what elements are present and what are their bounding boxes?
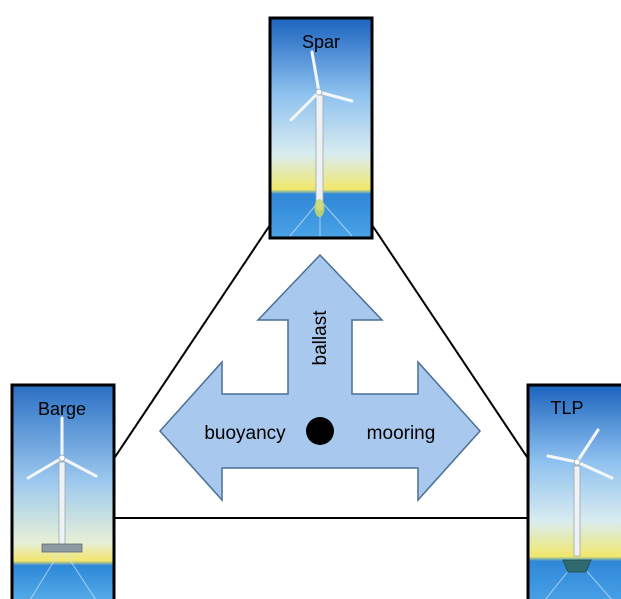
barge-label: Barge bbox=[38, 399, 86, 419]
edge-spar-barge bbox=[112, 221, 273, 461]
mooring-label: mooring bbox=[367, 423, 436, 444]
barge-tower-icon bbox=[58, 461, 66, 549]
tlp-base-icon bbox=[562, 559, 592, 573]
spar-turbine-icon bbox=[289, 50, 354, 122]
barge-panel: Barge bbox=[10, 383, 116, 599]
ballast-label: ballast bbox=[310, 310, 331, 366]
stability-arrows bbox=[158, 253, 482, 502]
tlp-turbine-icon bbox=[546, 428, 614, 480]
barge-hull-icon bbox=[41, 543, 83, 553]
spar-column-icon bbox=[315, 94, 324, 211]
tlp-panel: TLP bbox=[526, 383, 621, 599]
tlp-label: TLP bbox=[550, 398, 583, 418]
spar-label: Spar bbox=[302, 32, 340, 52]
center-of-mass-dot bbox=[306, 417, 334, 445]
edge-spar-tlp bbox=[369, 221, 530, 461]
spar-panel: Spar bbox=[268, 16, 374, 240]
tlp-tower-icon bbox=[573, 465, 581, 557]
buoyancy-label: buoyancy bbox=[204, 423, 286, 444]
connector-triangle bbox=[112, 221, 530, 519]
barge-turbine-icon bbox=[26, 416, 98, 480]
